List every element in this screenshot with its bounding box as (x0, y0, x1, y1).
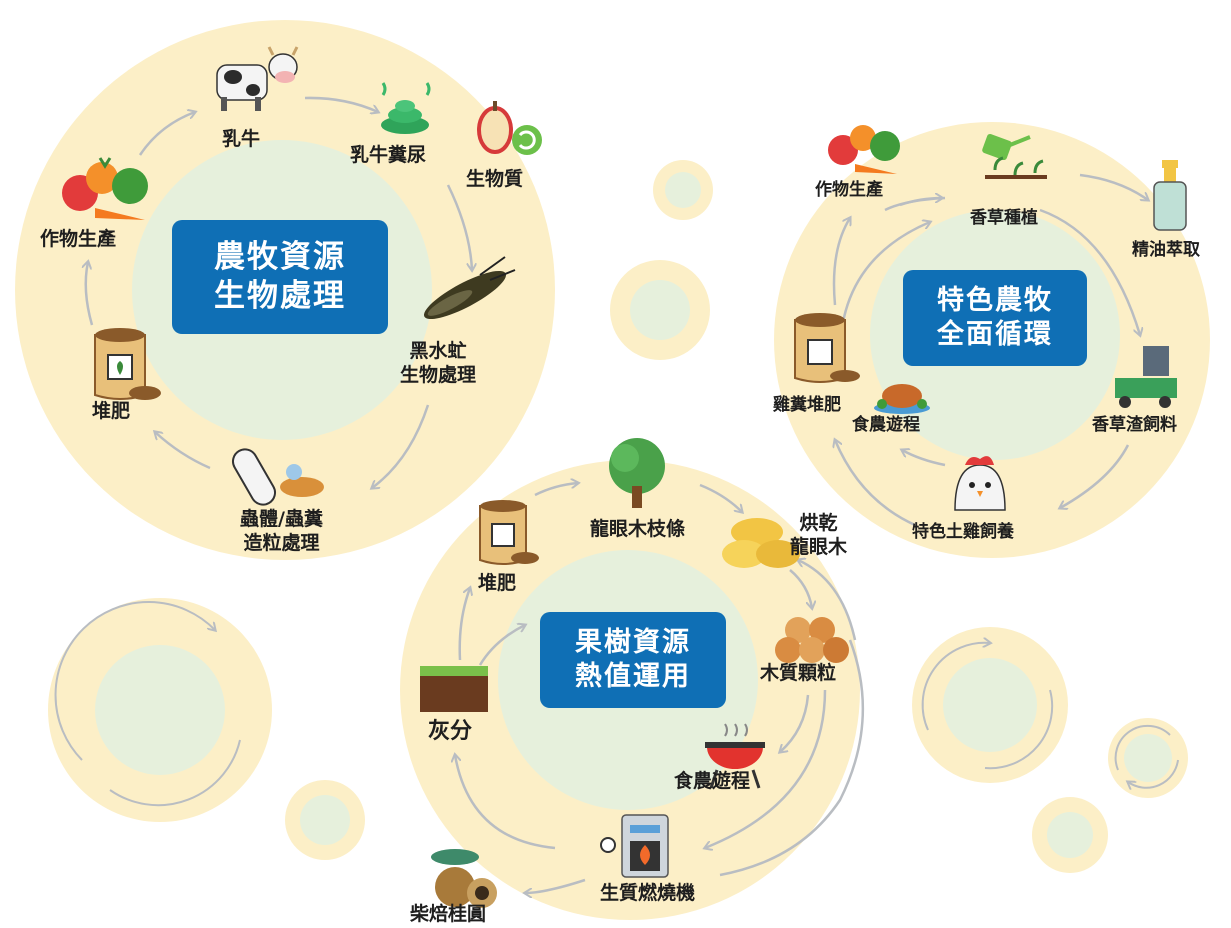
label-bsf: 黑水虻 生物處理 (400, 340, 477, 386)
label-ash: 灰分 (428, 719, 473, 744)
compost-bag-icon-3 (794, 313, 860, 383)
feed-machine-icon (1115, 346, 1177, 408)
soldier-fly-icon (423, 256, 516, 320)
stove-icon (600, 814, 669, 878)
longan-icon (431, 849, 497, 908)
vegetables-icon (62, 157, 148, 220)
compost-bag-icon-2 (479, 500, 539, 565)
manure-icon (381, 82, 431, 134)
compost-bag-icon (94, 328, 161, 400)
roast-dish-icon (874, 384, 930, 414)
label-food-tour-2: 食農遊程 (852, 415, 920, 435)
label-essential-oil: 精油萃取 (1132, 240, 1200, 260)
oil-bottle-icon (1153, 160, 1187, 231)
label-pellet: 蟲體/蟲糞 造粒處理 (240, 508, 323, 554)
label-biomass: 生物質 (466, 168, 524, 190)
orchard-title: 果樹資源 熱值運用 (540, 612, 726, 708)
label-compost: 堆肥 (92, 400, 131, 422)
label-herb-planting: 香草種植 (970, 208, 1038, 228)
label-chicken-compost: 雞糞堆肥 (773, 395, 841, 415)
label-herb-feed: 香草渣飼料 (1092, 415, 1177, 435)
label-crop-2: 作物生產 (815, 180, 883, 200)
label-chicken: 特色土雞飼養 (912, 522, 1014, 542)
label-burner: 生質燃燒機 (600, 882, 696, 904)
decorative-bubbles (48, 160, 1188, 873)
label-dried-longan: 烘乾 龍眼木 (790, 512, 848, 558)
livestock-title: 農牧資源 生物處理 (172, 220, 388, 334)
label-food-tour-1: 食農遊程 (674, 770, 751, 792)
label-crop: 作物生產 (40, 228, 117, 250)
label-compost-2: 堆肥 (478, 572, 517, 594)
chicken-icon (954, 456, 1006, 511)
label-longan-branch: 龍眼木枝條 (590, 518, 686, 540)
label-smoked-longan: 柴焙桂圓 (410, 903, 487, 925)
soil-icon (420, 666, 488, 712)
log-pile-icon (775, 617, 849, 663)
hay-roll-icon (722, 518, 800, 568)
tree-icon (609, 438, 665, 508)
label-cow-manure: 乳牛糞尿 (350, 144, 427, 166)
specialty-title: 特色農牧 全面循環 (903, 270, 1087, 366)
label-dairy-cow: 乳牛 (222, 128, 261, 150)
label-wood-pellet: 木質顆粒 (760, 662, 837, 684)
apple-core-icon (477, 101, 542, 155)
larva-pellet-icon (232, 448, 324, 506)
grill-icon (705, 723, 765, 789)
vegetables-icon-2 (828, 125, 900, 174)
cow-icon (216, 46, 299, 111)
watering-can-icon (982, 134, 1047, 179)
